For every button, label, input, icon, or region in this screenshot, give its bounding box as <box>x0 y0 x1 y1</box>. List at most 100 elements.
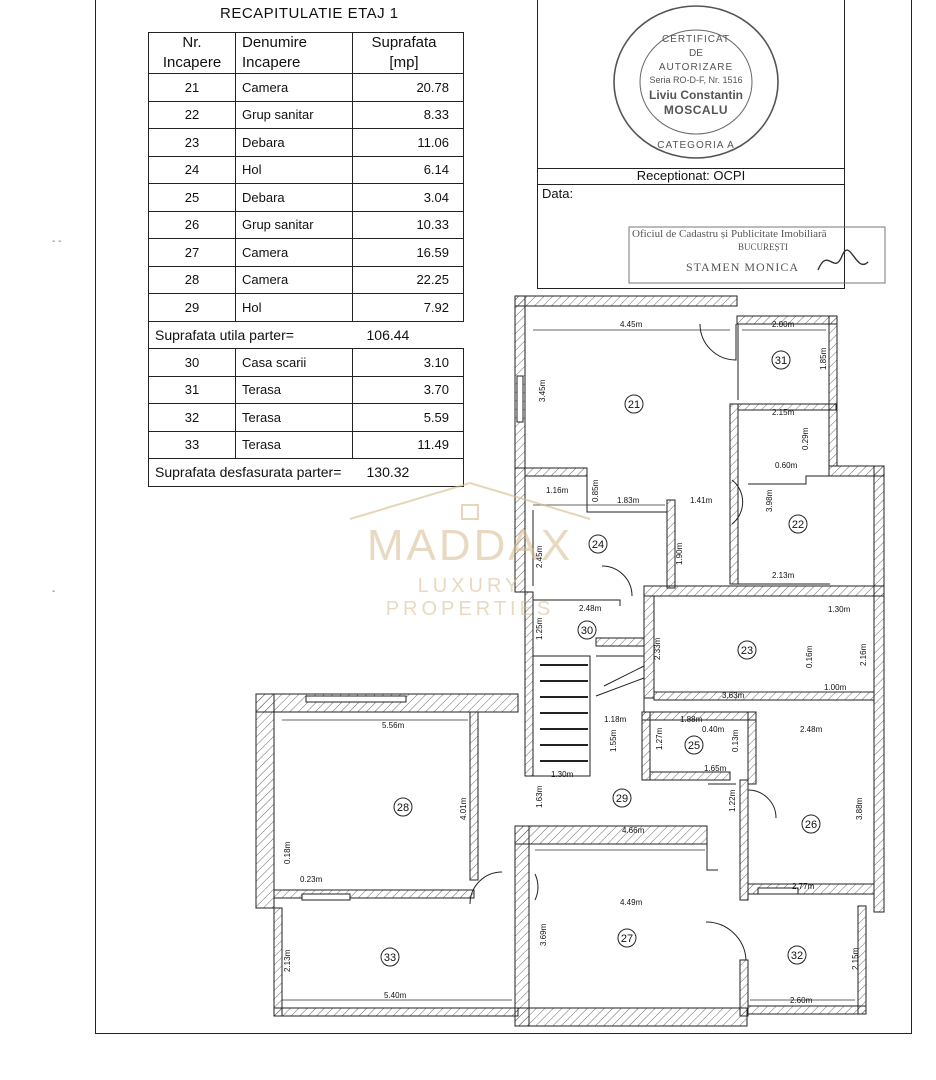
cell-area: 8.33 <box>352 100 464 129</box>
watermark: MADDAX LUXURY PROPERTIES <box>330 481 610 621</box>
room-marker-21 <box>624 394 644 414</box>
authorization-seal: CERTIFICAT DE AUTORIZARE Seria RO-D-F, N… <box>610 2 782 162</box>
dim-label: 3.69m <box>539 923 548 946</box>
room-marker-28 <box>393 797 413 817</box>
dim-label: 0.85m <box>591 479 600 502</box>
room-marker-30 <box>577 620 597 640</box>
watermark-brand: MADDAX <box>366 521 574 570</box>
cell-nr: 29 <box>148 293 236 322</box>
dim-label: 5.40m <box>384 991 407 1000</box>
recap-title: RECAPITULATIE ETAJ 1 <box>220 5 399 22</box>
dim-label: 1.27m <box>655 727 664 750</box>
cell-area: 16.59 <box>352 238 464 267</box>
dim-label: 1.25m <box>535 617 544 640</box>
dim-label: 0.60m <box>775 461 798 470</box>
wall-segment <box>469 711 479 881</box>
dim-label: 0.40m <box>702 725 725 734</box>
seal-line-6: MOSCALU <box>663 103 729 117</box>
wall-segment <box>255 693 275 909</box>
door-swing <box>469 871 503 905</box>
dim-label: 4.45m <box>620 320 643 329</box>
house-logo-icon <box>349 481 591 520</box>
cell-name: Grup sanitar <box>235 100 353 129</box>
dim-label: 4.01m <box>459 797 468 820</box>
desf-row: Suprafata desfasurata parter= 130.32 <box>148 458 464 487</box>
dim-label: 0.18m <box>283 841 292 864</box>
cell-area: 3.10 <box>352 348 464 377</box>
dim-label: 4.66m <box>622 826 645 835</box>
wall-segment <box>729 403 739 585</box>
seal-line-4: Seria RO-D-F, Nr. 1516 <box>649 75 743 85</box>
dim-label: 1.30m <box>828 605 851 614</box>
seal-line-2: DE <box>689 48 703 59</box>
wall-segment <box>273 889 475 899</box>
cell-nr: 31 <box>148 375 236 404</box>
dim-label: 2.13m <box>772 571 795 580</box>
cell-name: Terasa <box>235 430 353 459</box>
partition-line <box>533 599 621 606</box>
wall-segment <box>643 595 655 699</box>
stair-tread <box>540 680 588 682</box>
partition-line <box>525 475 668 586</box>
reception-date-label: Data: <box>542 186 574 201</box>
room-marker-22 <box>788 514 808 534</box>
wall-segment <box>514 295 738 307</box>
partition-line <box>748 475 829 485</box>
dim-label: 0.13m <box>731 729 740 752</box>
ocpi-line-2: BUCUREȘTI <box>738 242 789 252</box>
table-header-row: Nr. Incapere Denumire Incapere Suprafata… <box>148 32 464 74</box>
wall-segment <box>649 771 731 781</box>
door-swing <box>699 323 737 361</box>
cell-area: 10.33 <box>352 210 464 239</box>
dim-label: 0.23m <box>300 875 323 884</box>
door-swing <box>731 479 744 525</box>
seal-line-1: CERTIFICAT <box>662 34 730 45</box>
room-marker-31 <box>771 350 791 370</box>
door-swing <box>534 873 539 901</box>
stair-line <box>595 677 645 697</box>
window <box>516 375 524 423</box>
dim-label: 1.55m <box>609 729 618 752</box>
wall-segment <box>641 711 651 781</box>
dim-label: 0.29m <box>801 427 810 450</box>
ocpi-stamp-frame-icon <box>628 226 886 284</box>
stair-tread <box>540 712 588 714</box>
dim-label: 0.16m <box>805 645 814 668</box>
stair-tread <box>540 744 588 746</box>
stair-tread <box>540 760 588 762</box>
wall-segment <box>514 467 526 593</box>
stair-line <box>603 665 645 687</box>
room-label-29: 29 <box>616 793 628 805</box>
desf-value: 130.32 <box>352 458 464 487</box>
window <box>757 887 799 895</box>
cell-name: Hol <box>235 155 353 184</box>
dim-label: 1.41m <box>690 496 713 505</box>
dim-label: 1.85m <box>819 347 828 370</box>
utila-label: Suprafata utila parter= <box>148 320 353 349</box>
wall-segment <box>747 711 757 785</box>
dim-label: 3.45m <box>538 379 547 402</box>
cell-name: Debara <box>235 128 353 157</box>
cell-area: 6.14 <box>352 155 464 184</box>
dim-label: 1.30m <box>551 770 574 779</box>
margin-mark: - <box>52 586 56 597</box>
wall-segment <box>739 959 749 1017</box>
wall-segment <box>514 1007 748 1027</box>
wall-segment <box>857 905 867 1015</box>
cell-area: 20.78 <box>352 73 464 102</box>
room-marker-29 <box>612 788 632 808</box>
seal-line-3: AUTORIZARE <box>658 62 734 73</box>
wall-segment <box>873 585 885 913</box>
room-label-21: 21 <box>628 399 640 411</box>
door-swing <box>705 921 747 961</box>
dim-label: 3.63m <box>722 691 745 700</box>
wall-segment <box>514 825 708 845</box>
dim-label: 2.33m <box>653 637 662 660</box>
room-label-27: 27 <box>621 933 633 945</box>
